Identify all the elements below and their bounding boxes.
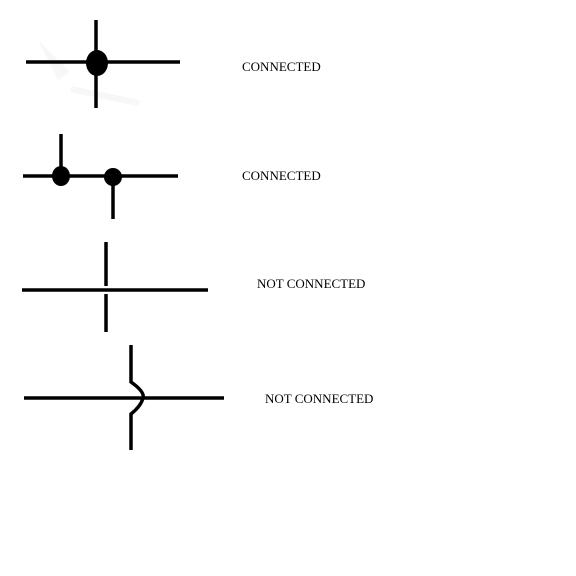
- row4-connection-label: NOT CONNECTED: [265, 391, 374, 406]
- row1-junction-dot: [86, 50, 108, 76]
- row1-connection-label: CONNECTED: [242, 59, 321, 74]
- symbol-two-t-junctions: [23, 134, 178, 219]
- symbol-plain-crossing: [22, 242, 208, 332]
- symbol-four-way-junction: [26, 20, 180, 108]
- watermark-smudge: [38, 40, 140, 106]
- row2-junction-dot-left: [52, 166, 70, 186]
- row3-connection-label: NOT CONNECTED: [257, 276, 366, 291]
- symbol-hop-over-crossing: [24, 345, 224, 450]
- row2-junction-dot-right: [104, 168, 122, 186]
- row4-vertical-wire-with-hop: [129, 345, 145, 450]
- row2-connection-label: CONNECTED: [242, 168, 321, 183]
